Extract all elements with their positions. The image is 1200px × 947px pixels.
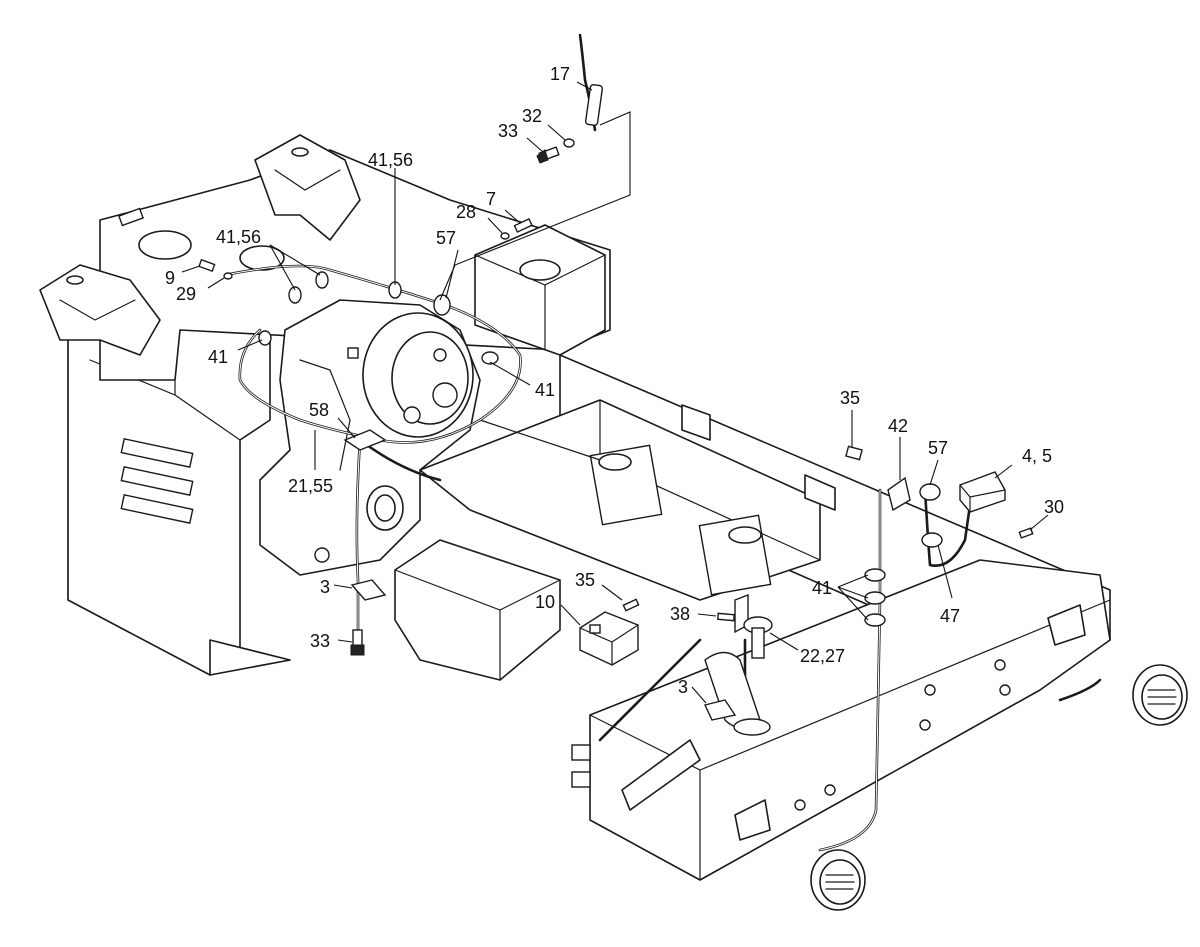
callout-41-right: 41 <box>535 380 555 400</box>
callout-4-5: 4, 5 <box>1022 446 1052 466</box>
callout-58: 58 <box>309 400 329 420</box>
mount-bracket-top <box>254 134 361 241</box>
callout-7: 7 <box>486 189 496 209</box>
callout-labels: 17 32 33 41,56 7 28 57 41,56 9 29 41 41 … <box>165 64 1064 697</box>
callout-42: 42 <box>888 416 908 436</box>
callout-22-27: 22,27 <box>800 646 845 666</box>
callout-30: 30 <box>1044 497 1064 517</box>
parts <box>198 84 1034 736</box>
callout-29: 29 <box>176 284 196 304</box>
callout-41-left: 41 <box>208 347 228 367</box>
rear-lamp-left <box>810 849 866 911</box>
callout-3-mid: 3 <box>678 677 688 697</box>
leader-lines <box>181 81 1049 704</box>
rear-lamp-right <box>1132 664 1188 726</box>
callout-35-right: 35 <box>840 388 860 408</box>
callout-28: 28 <box>456 202 476 222</box>
callout-32: 32 <box>522 106 542 126</box>
callout-41-56-top: 41,56 <box>368 150 413 170</box>
callout-3-left: 3 <box>320 577 330 597</box>
callout-41-lower: 41 <box>812 578 832 598</box>
right-tank <box>474 224 606 356</box>
callout-35-mid: 35 <box>575 570 595 590</box>
callout-57-right: 57 <box>928 438 948 458</box>
callout-33-top: 33 <box>498 121 518 141</box>
callout-10: 10 <box>535 592 555 612</box>
callout-57-top: 57 <box>436 228 456 248</box>
callout-21-55: 21,55 <box>288 476 333 496</box>
callout-9: 9 <box>165 268 175 288</box>
mount-bracket-left <box>39 264 161 356</box>
callout-47: 47 <box>940 606 960 626</box>
callout-38: 38 <box>670 604 690 624</box>
wiring-harness <box>223 33 1102 852</box>
lower-frame <box>394 539 1111 881</box>
callout-17: 17 <box>550 64 570 84</box>
callout-41-56-left: 41,56 <box>216 227 261 247</box>
callout-33-bottom: 33 <box>310 631 330 651</box>
